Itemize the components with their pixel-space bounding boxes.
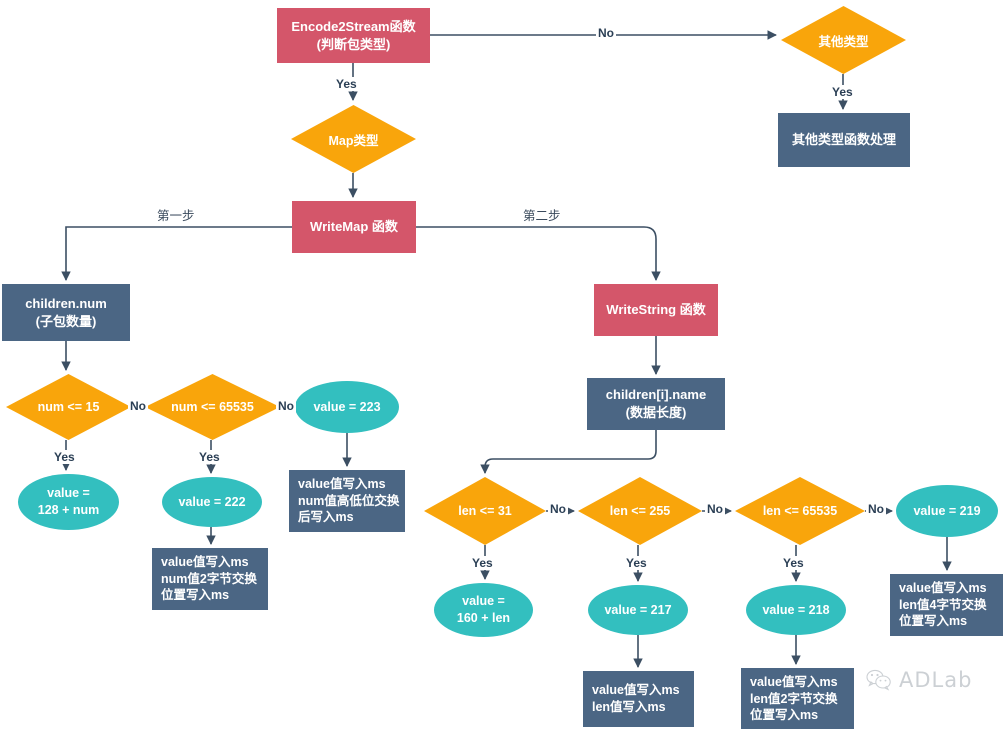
label-yes-map: Yes xyxy=(334,77,359,91)
node-num-le-65535[interactable]: num <= 65535 xyxy=(145,374,280,440)
node-label-value-217: value = 217 xyxy=(604,602,672,617)
node-label-value-128-num: value =128 + num xyxy=(37,486,100,517)
node-label-len-le-255: len <= 255 xyxy=(609,504,671,518)
watermark-text: ADLab xyxy=(899,668,973,692)
label-no-num-65535: No xyxy=(276,399,296,413)
edge-childrenname-to-lenle31 xyxy=(480,430,657,474)
node-label-writemap: WriteMap 函数 xyxy=(310,219,398,235)
edge-writemap-to-childrennum xyxy=(61,226,292,281)
node-label-children-name: children[i].name(数据长度) xyxy=(605,387,707,420)
node-label-writestring: WriteString 函数 xyxy=(606,302,706,318)
node-label-len-le-65535: len <= 65535 xyxy=(762,504,838,518)
label-yes-other-type: Yes xyxy=(830,85,855,99)
watermark: ADLab xyxy=(866,668,972,692)
node-num-le-15[interactable]: num <= 15 xyxy=(6,374,131,440)
label-yes-len-65535: Yes xyxy=(781,556,806,570)
label-step-1: 第一步 xyxy=(155,205,197,224)
node-label-map-type: Map类型 xyxy=(328,133,379,148)
node-value-217[interactable]: value = 217 xyxy=(588,585,688,635)
label-step-2: 第二步 xyxy=(521,205,563,224)
node-encode2stream[interactable]: Encode2Stream函数(判断包类型) xyxy=(277,8,430,63)
node-map-type[interactable]: Map类型 xyxy=(291,105,416,173)
edge-writemap-to-writestring xyxy=(416,226,661,281)
node-children-name[interactable]: children[i].name(数据长度) xyxy=(587,378,725,430)
node-writemap[interactable]: WriteMap 函数 xyxy=(292,201,416,253)
node-label-encode2stream: Encode2Stream函数(判断包类型) xyxy=(291,18,416,52)
node-label-len-le-31: len <= 31 xyxy=(458,504,512,518)
label-yes-num-65535: Yes xyxy=(197,450,222,464)
node-len-le-255[interactable]: len <= 255 xyxy=(578,477,702,545)
node-label-num-le-15: num <= 15 xyxy=(37,400,100,414)
label-yes-num-15: Yes xyxy=(52,450,77,464)
wechat-icon xyxy=(866,669,891,691)
label-yes-len-255: Yes xyxy=(624,556,649,570)
node-label-value-218: value = 218 xyxy=(762,602,830,617)
node-len-le-65535[interactable]: len <= 65535 xyxy=(735,477,865,545)
node-label-other-type: 其他类型 xyxy=(818,34,869,49)
label-no-len-255: No xyxy=(705,502,725,516)
node-writestring[interactable]: WriteString 函数 xyxy=(594,284,718,336)
node-value-222[interactable]: value = 222 xyxy=(162,477,262,527)
node-value-219[interactable]: value = 219 xyxy=(896,485,998,537)
label-no-len-31: No xyxy=(548,502,568,516)
node-other-type-handler[interactable]: 其他类型函数处理 xyxy=(778,113,910,167)
node-children-num[interactable]: children.num(子包数量) xyxy=(2,284,130,341)
label-yes-len-31: Yes xyxy=(470,556,495,570)
node-label-value-160-len: value =160 + len xyxy=(456,594,511,625)
node-label-children-num: children.num(子包数量) xyxy=(25,295,107,329)
node-value-223[interactable]: value = 223 xyxy=(295,381,399,433)
node-label-num-le-65535: num <= 65535 xyxy=(171,400,254,414)
label-no-len-65535: No xyxy=(866,502,886,516)
node-label-value-219: value = 219 xyxy=(913,503,981,518)
label-no-num-15: No xyxy=(128,399,148,413)
node-other-type[interactable]: 其他类型 xyxy=(781,6,906,74)
node-label-value-223: value = 223 xyxy=(313,399,381,414)
node-len-le-31[interactable]: len <= 31 xyxy=(424,477,546,545)
node-value-218[interactable]: value = 218 xyxy=(746,585,846,635)
node-label-value-222: value = 222 xyxy=(178,494,246,509)
node-value-160-len[interactable]: value =160 + len xyxy=(434,583,533,637)
node-label-other-type-handler: 其他类型函数处理 xyxy=(791,132,896,148)
node-value-128-num[interactable]: value =128 + num xyxy=(18,474,119,530)
label-no-other-type: No xyxy=(596,26,616,40)
